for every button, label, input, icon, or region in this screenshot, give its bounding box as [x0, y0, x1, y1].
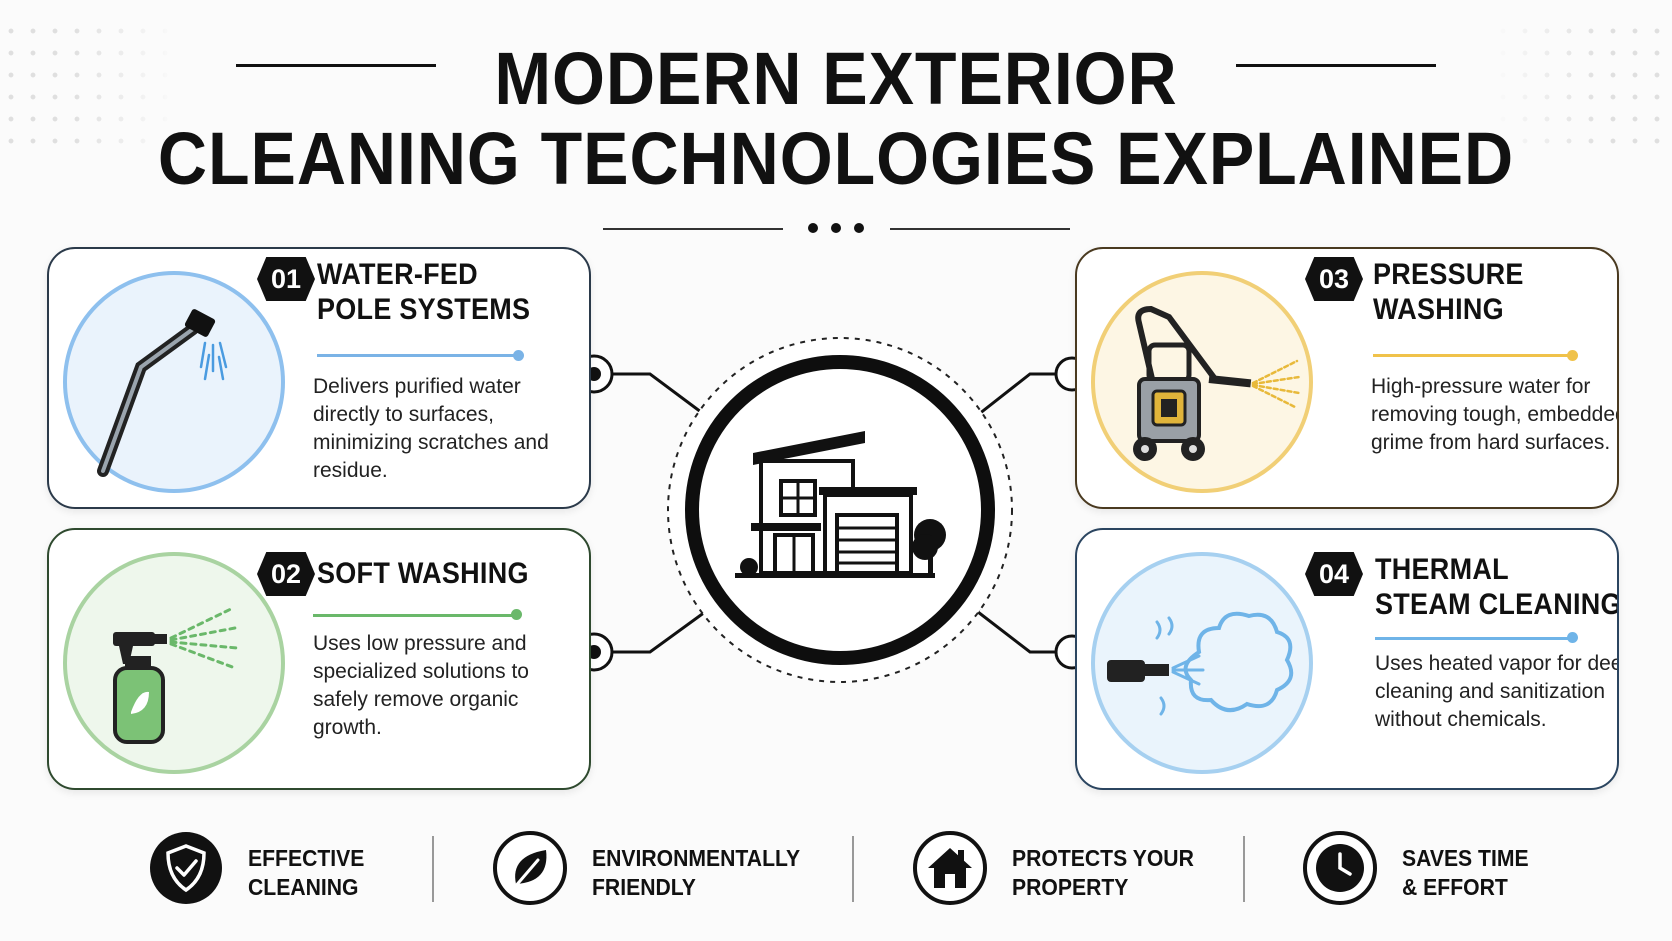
card-description: High-pressure water for removing tough, …	[1371, 375, 1619, 454]
page-title-line2: CLEANING TECHNOLOGIES EXPLAINED	[157, 117, 1515, 200]
card-number-badge: 01	[257, 257, 315, 301]
subtitle-dot	[808, 223, 818, 233]
subtitle-dot	[854, 223, 864, 233]
tech-card-water-fed-pole: 01 WATER-FED POLE SYSTEMS Delivers purif…	[47, 247, 591, 509]
accent-dot	[513, 350, 524, 361]
decorative-dots-left	[0, 20, 180, 150]
benefit-label-line2: & EFFORT	[1402, 874, 1508, 900]
clock-icon	[1303, 831, 1377, 905]
home-icon	[913, 831, 987, 905]
benefit-label-line1: PROTECTS YOUR	[1012, 845, 1194, 871]
subtitle-rule-right	[890, 228, 1070, 230]
benefit-label-line1: SAVES TIME	[1402, 845, 1529, 871]
accent-line	[313, 614, 513, 617]
card-title-line1: SOFT WASHING	[317, 557, 529, 590]
tech-card-soft-washing: 02 SOFT WASHING Uses low pressure and sp…	[47, 528, 591, 790]
tech-card-thermal-steam: 04 THERMAL STEAM CLEANING Uses heated va…	[1075, 528, 1619, 790]
card-number-badge: 03	[1305, 257, 1363, 301]
subtitle-dot	[831, 223, 841, 233]
decorative-dots-right	[1492, 20, 1672, 150]
benefit-divider	[432, 836, 434, 902]
accent-dot	[511, 609, 522, 620]
card-title-line2: WASHING	[1373, 293, 1504, 326]
title-rule-right	[1236, 64, 1436, 67]
benefit-label-line1: EFFECTIVE	[248, 845, 365, 871]
benefit-label: ENVIRONMENTALLY FRIENDLY	[592, 844, 800, 902]
tech-card-pressure-washing: 03 PRESSURE WASHING High-pressure water …	[1075, 247, 1619, 509]
benefit-label-line1: ENVIRONMENTALLY	[592, 845, 801, 871]
card-number-badge: 02	[257, 552, 315, 596]
icon-circle	[63, 552, 285, 774]
shield-check-icon	[150, 832, 222, 904]
benefit-label: SAVES TIME & EFFORT	[1402, 844, 1529, 902]
house-icon	[735, 431, 946, 578]
accent-dot	[1567, 350, 1578, 361]
card-description: Uses heated vapor for deep cleaning and …	[1375, 652, 1619, 731]
leaf-icon	[493, 831, 567, 905]
card-title-line1: PRESSURE	[1373, 258, 1524, 291]
benefit-label: PROTECTS YOUR PROPERTY	[1012, 844, 1194, 902]
spray-bottle-icon	[113, 606, 239, 744]
card-description: Delivers purified water directly to surf…	[313, 375, 549, 482]
benefit-divider	[1243, 836, 1245, 902]
card-title-line1: WATER-FED	[317, 258, 478, 291]
card-title-line1: THERMAL	[1375, 553, 1509, 586]
central-hub	[667, 337, 1013, 683]
benefit-divider	[852, 836, 854, 902]
benefit-label-line2: FRIENDLY	[592, 874, 696, 900]
pressure-washer-icon	[1133, 305, 1301, 461]
accent-dot	[1567, 632, 1578, 643]
accent-line	[1375, 637, 1569, 640]
water-fed-pole-icon	[97, 309, 228, 477]
steam-nozzle-icon	[1107, 611, 1294, 716]
benefit-label: EFFECTIVE CLEANING	[248, 844, 364, 902]
card-title-line2: STEAM CLEANING	[1375, 588, 1619, 621]
benefit-label-line2: CLEANING	[248, 874, 359, 900]
title-rule-left	[236, 64, 436, 67]
icon-circle	[63, 271, 285, 493]
subtitle-rule-left	[603, 228, 783, 230]
accent-line	[1373, 354, 1569, 357]
accent-line	[317, 354, 515, 357]
card-description: Uses low pressure and specialized soluti…	[313, 632, 529, 739]
card-title-line2: POLE SYSTEMS	[317, 293, 531, 326]
benefit-label-line2: PROPERTY	[1012, 874, 1129, 900]
card-number-badge: 04	[1305, 552, 1363, 596]
page-title-line1: MODERN EXTERIOR	[494, 37, 1178, 120]
